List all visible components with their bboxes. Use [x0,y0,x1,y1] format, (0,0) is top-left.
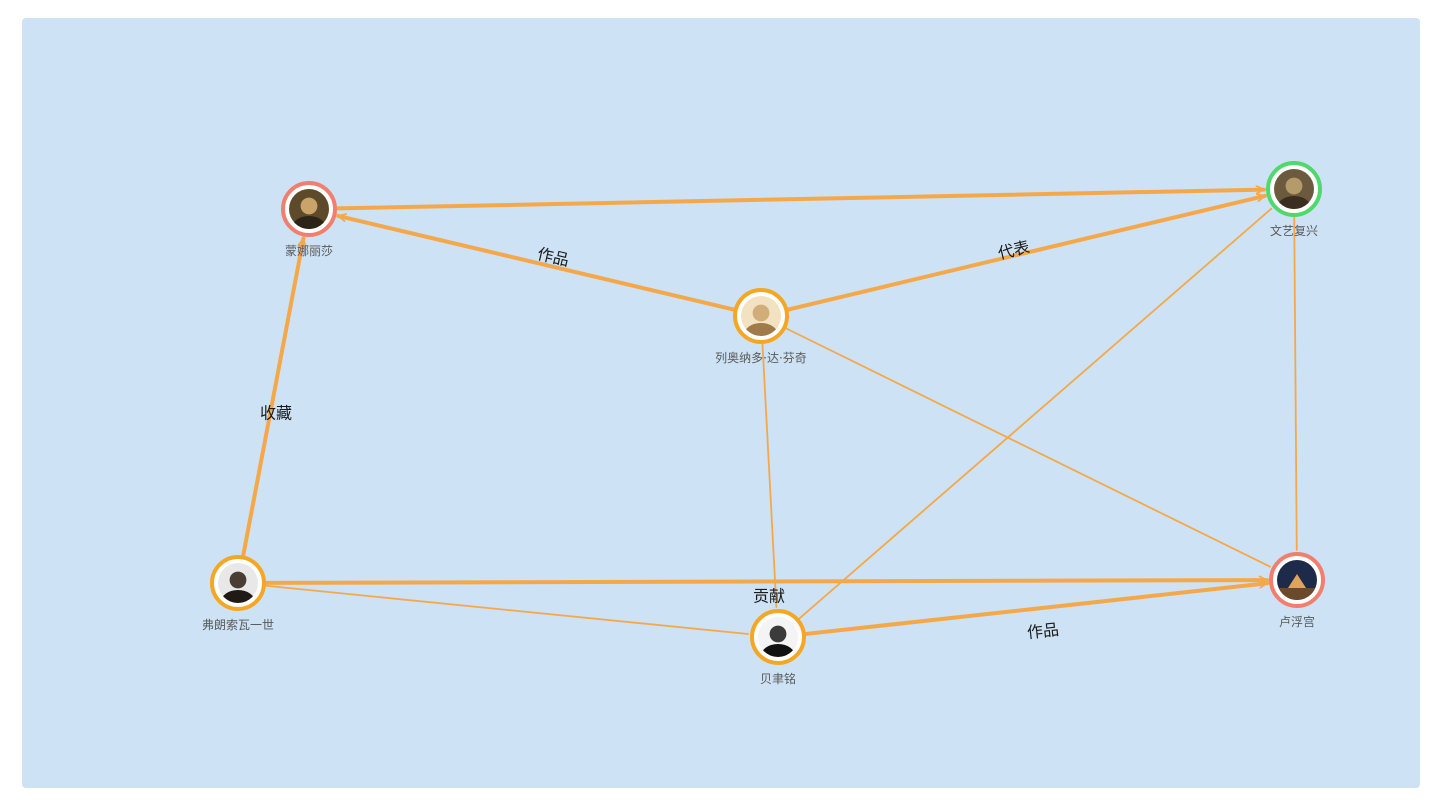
edge-francis-pei[interactable] [266,586,748,634]
node-label-leonardo: 列奥纳多·达·芬奇 [715,351,807,365]
node-label-mona: 蒙娜丽莎 [285,244,333,258]
edge-francis-mona[interactable] [243,238,303,555]
edge-label-leonardo-mona: 作品 [535,244,571,270]
node-francis[interactable]: 弗朗索瓦一世 [202,557,274,632]
louvre-building-icon [1277,560,1317,600]
node-louvre[interactable]: 卢浮宫 [1271,554,1323,629]
edge-leonardo-pei[interactable] [762,344,776,607]
edge-leonardo-louvre[interactable] [786,328,1270,566]
node-mona[interactable]: 蒙娜丽莎 [283,183,335,258]
node-label-renaissance: 文艺复兴 [1270,223,1318,238]
node-renaissance[interactable]: 文艺复兴 [1268,163,1320,238]
edge-leonardo-mona[interactable] [338,216,734,310]
node-leonardo[interactable]: 列奥纳多·达·芬奇 [715,290,807,365]
node-label-francis: 弗朗索瓦一世 [202,618,274,632]
edge-francis-louvre[interactable] [266,580,1267,583]
edge-label-leonardo-pei: 贡献 [753,587,785,606]
edge-renaissance-louvre[interactable] [1294,217,1297,550]
node-label-pei: 贝聿铭 [760,671,796,686]
edge-mona-renaissance[interactable] [337,190,1264,209]
node-pei[interactable]: 贝聿铭 [752,611,804,686]
edge-label-pei-louvre: 作品 [1026,620,1060,642]
node-label-louvre: 卢浮宫 [1279,614,1315,629]
edge-label-francis-mona: 收藏 [260,404,292,423]
edge-pei-renaissance[interactable] [799,209,1271,619]
edge-label-leonardo-renaissance: 代表 [996,237,1032,263]
